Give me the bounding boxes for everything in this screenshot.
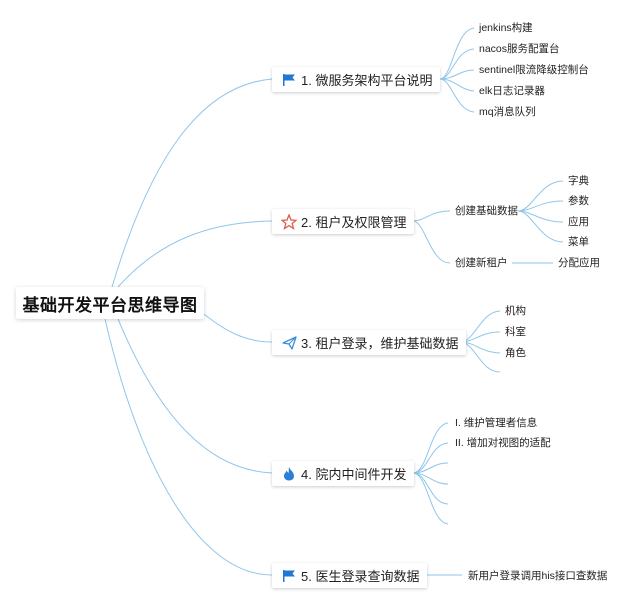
leaf-item[interactable]: jenkins构建 bbox=[479, 22, 533, 34]
leaf-item[interactable]: 科室 bbox=[505, 326, 526, 338]
topic-node-2[interactable]: 2. 租户及权限管理 bbox=[272, 209, 415, 234]
leaf-item[interactable]: nacos服务配置台 bbox=[479, 43, 560, 55]
leaf-item[interactable]: 机构 bbox=[505, 305, 526, 317]
topic-label: 3. 租户登录，维护基础数据 bbox=[301, 336, 459, 351]
topic-node-1[interactable]: 1. 微服务架构平台说明 bbox=[272, 67, 441, 92]
leaf-item[interactable]: 新用户登录调用his接口查数据 bbox=[468, 570, 608, 582]
flag-icon bbox=[280, 568, 298, 584]
connector-root-topic-2 bbox=[117, 220, 273, 288]
paper-plane-icon bbox=[280, 335, 298, 351]
leaf-item[interactable]: I. 维护管理者信息 bbox=[455, 417, 538, 429]
leaf-item[interactable]: II. 增加对视图的适配 bbox=[455, 437, 551, 449]
topic-label: 4. 院内中间件开发 bbox=[301, 467, 407, 482]
topic-node-4[interactable]: 4. 院内中间件开发 bbox=[272, 461, 415, 486]
connector-root-topic-4 bbox=[117, 318, 273, 474]
topic-label: 1. 微服务架构平台说明 bbox=[301, 73, 433, 88]
star-icon bbox=[280, 213, 298, 230]
leaf-item[interactable]: mq消息队列 bbox=[479, 106, 536, 118]
connector-root-topic-5 bbox=[104, 318, 273, 576]
leaf-item[interactable]: 字典 bbox=[568, 175, 589, 187]
leaf-item[interactable]: 分配应用 bbox=[558, 257, 600, 269]
connector-root-topic-1 bbox=[111, 78, 273, 288]
flag-icon bbox=[280, 72, 298, 88]
topic-label: 2. 租户及权限管理 bbox=[301, 215, 407, 230]
subtopic-create-tenant[interactable]: 创建新租户 bbox=[455, 257, 508, 269]
leaf-item[interactable]: 菜单 bbox=[568, 236, 589, 248]
subtopic-create-base-data[interactable]: 创建基础数据 bbox=[455, 205, 518, 217]
leaf-item[interactable]: elk日志记录器 bbox=[479, 85, 545, 97]
leaf-item[interactable]: 参数 bbox=[568, 195, 589, 207]
leaf-item[interactable]: sentinel限流降级控制台 bbox=[479, 64, 589, 76]
root-node[interactable]: 基础开发平台思维导图 bbox=[16, 287, 204, 319]
leaf-item[interactable]: 角色 bbox=[505, 347, 526, 359]
topic-label: 5. 医生登录查询数据 bbox=[301, 569, 420, 584]
fire-icon bbox=[280, 466, 298, 482]
topic-node-3[interactable]: 3. 租户登录，维护基础数据 bbox=[272, 330, 467, 355]
connector-root-topic-3 bbox=[203, 313, 273, 343]
leaf-item[interactable]: 应用 bbox=[568, 216, 589, 228]
topic-node-5[interactable]: 5. 医生登录查询数据 bbox=[272, 563, 428, 588]
